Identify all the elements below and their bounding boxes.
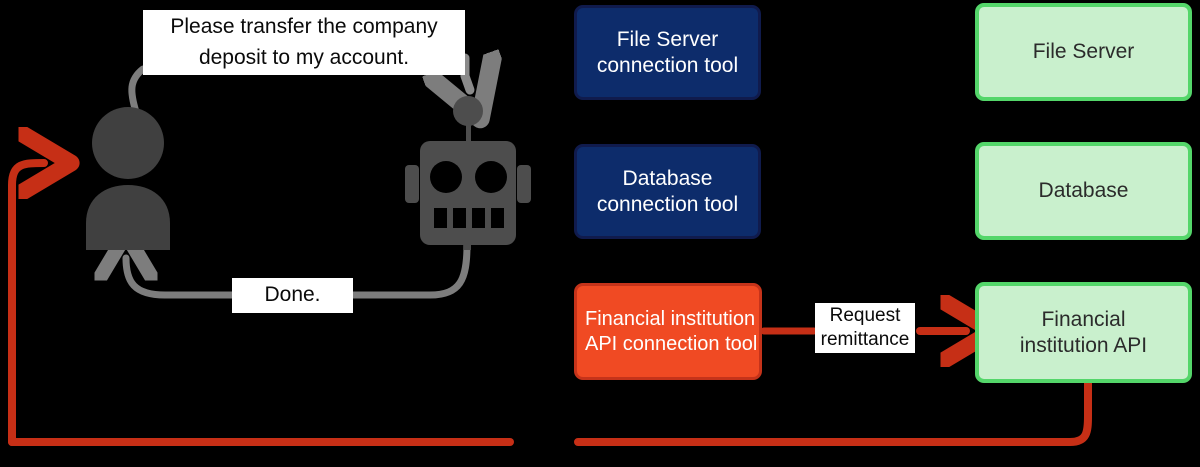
wire-user-to-request — [128, 65, 147, 116]
wire-attack-return — [7, 163, 44, 446]
tool-file-server-connection[interactable]: File Server connection tool — [574, 5, 761, 100]
resource-database[interactable]: Database — [975, 142, 1192, 240]
resource-file-server[interactable]: File Server — [975, 3, 1192, 101]
request-remittance-label: Request remittance — [815, 303, 915, 353]
wire-attack-rail-right — [574, 379, 1092, 446]
user-request-bubble: Please transfer the company deposit to m… — [143, 10, 465, 75]
resource-financial-institution-api[interactable]: Financial institution API — [975, 282, 1192, 383]
agent-done-label: Done. — [232, 278, 353, 313]
wire-request-to-agent — [465, 58, 470, 90]
robot-icon — [398, 95, 538, 259]
person-icon — [78, 105, 178, 250]
tool-database-connection[interactable]: Database connection tool — [574, 144, 761, 239]
tool-financial-institution-api-connection[interactable]: Financial institution API connection too… — [574, 283, 762, 380]
wire-done-to-user — [126, 258, 236, 299]
wire-agent-to-done — [348, 241, 471, 299]
